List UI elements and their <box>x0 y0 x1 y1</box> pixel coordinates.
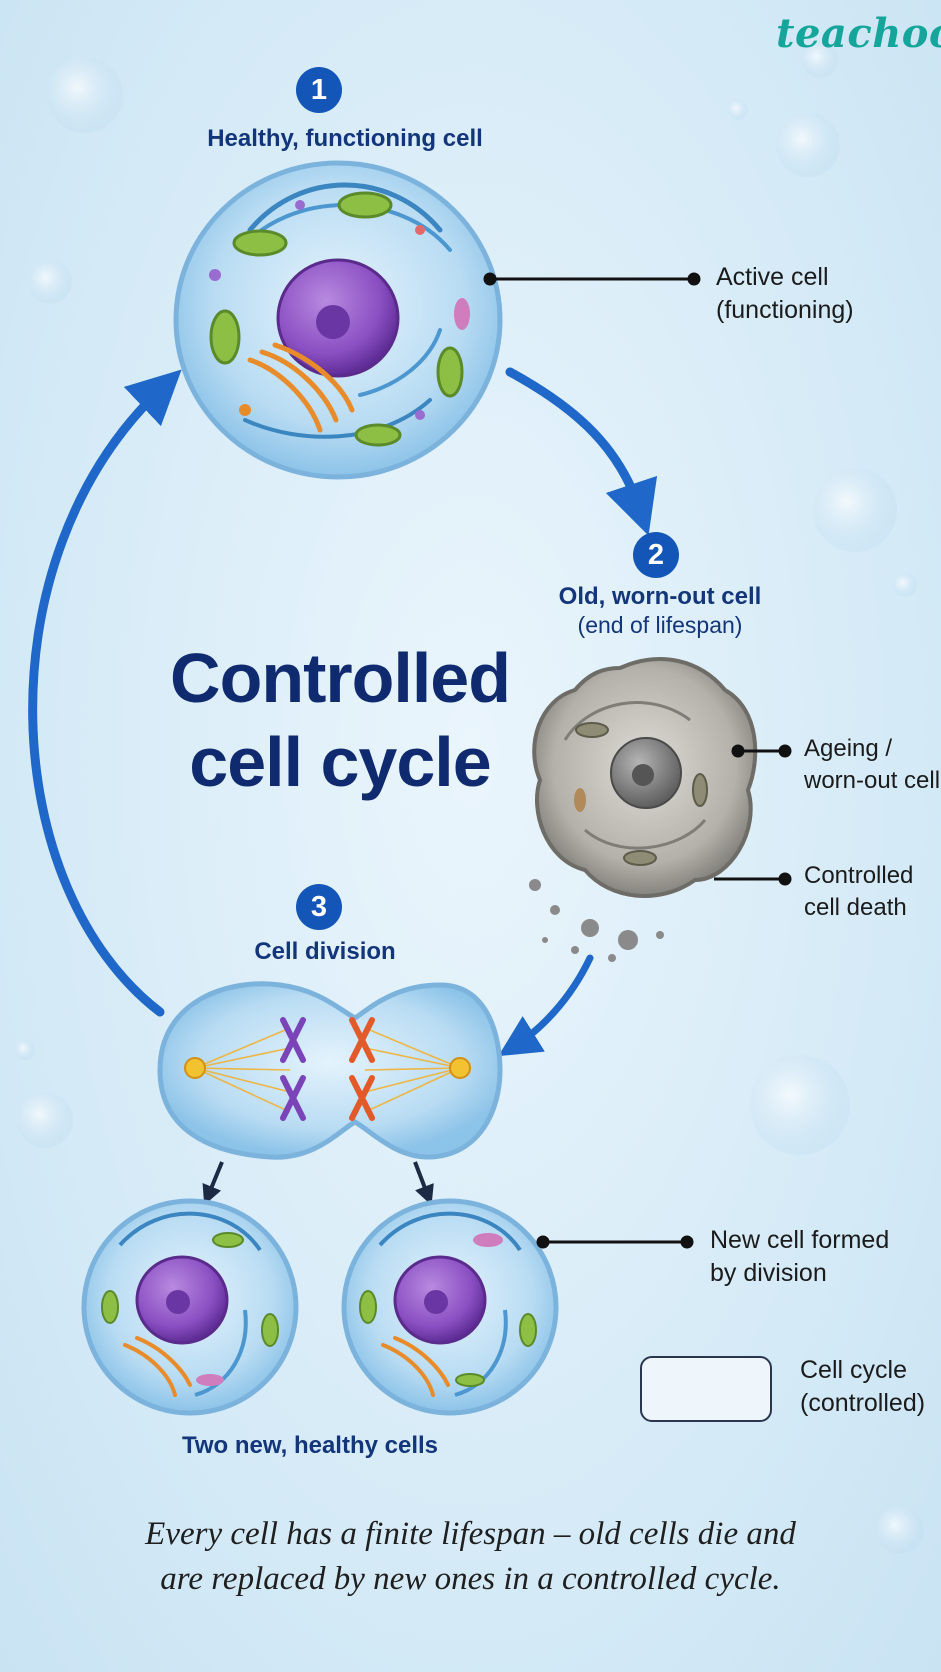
callout-ageing-cell: Ageing / worn-out cell <box>804 733 940 797</box>
old-cell-illustration <box>529 657 758 962</box>
cycle-arrow-to-old <box>505 367 658 536</box>
stage-1-number-badge: 1 <box>296 67 342 113</box>
caption-line-2: are replaced by new ones in a controlled… <box>160 1561 781 1597</box>
callout-active-cell: Active cell (functioning) <box>716 261 854 327</box>
callout-ageing-line-2: worn-out cell <box>804 767 941 794</box>
diagram-title: Controlled cell cycle <box>140 636 540 804</box>
title-line-2: cell cycle <box>189 723 491 801</box>
legend-line-2: (controlled) <box>800 1389 926 1417</box>
legend-label: Cell cycle (controlled) <box>800 1354 925 1420</box>
callout-death-line-1: Controlled <box>804 862 914 889</box>
background-bubbles <box>15 42 924 1554</box>
stage-2-number-badge: 2 <box>633 532 679 578</box>
daughter-cell-right <box>341 1198 559 1416</box>
division-arrow-left <box>202 1161 224 1206</box>
callout-death-line-2: cell death <box>804 894 907 921</box>
callout-cell-death: Controlled cell death <box>804 860 913 924</box>
daughter-cell-left <box>81 1198 299 1416</box>
callout-lines <box>483 272 792 1249</box>
callout-ageing-line-1: Ageing / <box>804 735 893 762</box>
cycle-arrow-to-division <box>498 954 594 1057</box>
teachoo-logo: teachoo <box>776 10 941 57</box>
cycle-arrow-return <box>28 369 182 1017</box>
stage-1-label: Healthy, functioning cell <box>207 125 483 152</box>
callout-newcell-line-1: New cell formed <box>710 1226 890 1254</box>
stage-3-label: Cell division <box>254 938 396 965</box>
title-line-1: Controlled <box>170 639 511 717</box>
callout-active-line-1: Active cell <box>716 263 829 291</box>
caption-line-1: Every cell has a finite lifespan – old c… <box>145 1516 796 1552</box>
stage-3-number-badge: 3 <box>296 884 342 930</box>
caption: Every cell has a finite lifespan – old c… <box>40 1512 901 1602</box>
legend-box <box>640 1356 772 1422</box>
stage-2-sublabel: (end of lifespan) <box>577 612 743 638</box>
dividing-cell-illustration <box>157 981 503 1160</box>
division-arrow-right <box>413 1161 434 1206</box>
healthy-cell-illustration <box>173 160 503 480</box>
callout-newcell-line-2: by division <box>710 1259 827 1287</box>
callout-new-cell: New cell formed by division <box>710 1224 889 1290</box>
callout-active-line-2: (functioning) <box>716 296 854 324</box>
result-label: Two new, healthy cells <box>181 1432 439 1459</box>
stage-2-label: Old, worn-out cell <box>558 583 762 610</box>
legend-line-1: Cell cycle <box>800 1356 907 1384</box>
